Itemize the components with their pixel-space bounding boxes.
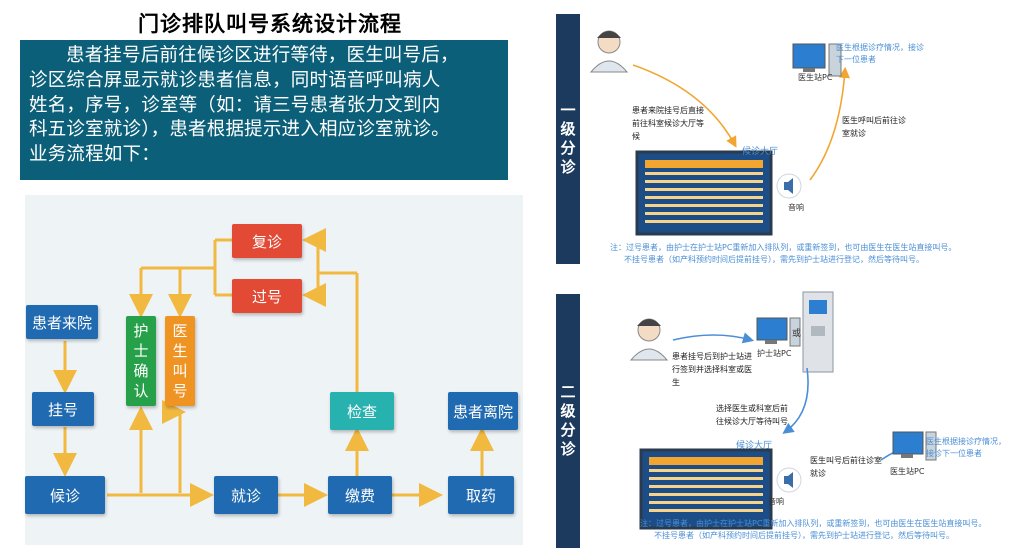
intro-line: 科五诊室就诊），患者根据提示进入相应诊室就诊。: [29, 119, 450, 141]
nurse-pc-icon: [756, 317, 801, 347]
page-title: 门诊排队叫号系统设计流程: [138, 12, 402, 36]
nurse-confirm-char: 护: [133, 322, 149, 340]
intro-line: 诊区综合屏显示就诊患者信息，同时语音呼叫病人: [29, 69, 441, 91]
level1-call-text: 医生呼叫后前往诊室就诊: [842, 116, 906, 138]
level2-band-char: 级: [560, 402, 576, 420]
intro-line: 业务流程如下：: [29, 144, 160, 166]
nurse-confirm-node: 护 士 确 认: [126, 316, 156, 406]
level2-nurse-pc-label: 护士站PC: [757, 349, 792, 358]
doctor-call-char: 号: [172, 382, 188, 400]
level2-call-text: 医生叫号后前往诊室就诊: [810, 456, 882, 478]
wait-node: 候诊: [25, 476, 105, 514]
exam-node: 检查: [330, 392, 394, 430]
level1-sound-label: 音响: [788, 203, 804, 212]
level1-note1: 注：过号患者，由护士在护士站PC重新加入排队列，或重新签到，也可由医生在医生站直…: [610, 243, 957, 252]
level2-note2: 不挂号患者（如产科预约时间后提前挂号），需先到护士站进行登记，然后等待叫号。: [654, 531, 954, 540]
level2-doctor-note: 医生根据接诊疗情况，接诊下一位患者: [926, 437, 1006, 458]
doctor-pc-icon: [792, 43, 842, 77]
revisit-node: 复诊: [232, 224, 302, 258]
intro-line: 姓名，序号，诊室等（如：请三号患者张力文到内: [29, 94, 441, 116]
level2-sound-label: 音响: [768, 497, 784, 506]
patient-person-icon: [589, 30, 629, 73]
level2-band: 二 级 分 诊: [556, 294, 580, 548]
level1-band-char: 级: [560, 120, 576, 138]
level2-note1: 注：过号患者，由护士在护士站PC重新加入排队列，或重新签到，也可由医生在医生站直…: [640, 519, 987, 528]
level1-illustration: [589, 30, 851, 236]
level2-select-text: 选择医生或科室后前往候诊大厅等待叫号: [716, 404, 788, 426]
pharmacy-node: 取药: [448, 476, 514, 514]
level2-or-label: 或: [792, 329, 802, 339]
doctor-call-char: 生: [172, 342, 188, 360]
register-node: 挂号: [32, 392, 94, 426]
consult-node: 就诊: [214, 476, 278, 514]
level1-note2: 不挂号患者（如产科预约时间后提前挂号），需先到护士站进行登记，然后等待叫号。: [624, 255, 924, 264]
doctor-pc-icon: [892, 431, 937, 461]
patient-person-icon: [629, 318, 669, 361]
level1-band-char: 一: [560, 101, 576, 119]
doctor-call-char: 医: [172, 322, 188, 340]
pay-node: 缴费: [328, 476, 392, 514]
level2-pc-label: 医生站PC: [890, 467, 925, 476]
level1-doctor-note: 医生根据诊疗情况，接诊下一位患者: [836, 43, 924, 64]
level2-band-char: 二: [560, 383, 576, 401]
nurse-confirm-char: 确: [133, 362, 149, 380]
intro-line: 患者挂号后前往候诊区进行等待，医生叫号后，: [66, 45, 459, 66]
level2-hall-label: 候诊大厅: [736, 441, 773, 451]
doctor-call-node: 医 生 叫 号: [165, 316, 195, 406]
flowchart-connectors: [53, 228, 494, 507]
level2-patient-text: 患者挂号后到护士站进行签到并选择科室或医生: [672, 352, 752, 387]
level1-band: 一 级 分 诊: [556, 14, 580, 264]
level1-hall-label: 候诊大厅: [742, 147, 779, 157]
level2-illustration: [629, 291, 937, 530]
intro-text-box: 患者挂号后前往候诊区进行等待，医生叫号后， 诊区综合屏显示就诊患者信息，同时语音…: [20, 40, 508, 180]
level1-band-char: 分: [560, 139, 576, 157]
doctor-call-char: 叫: [172, 362, 188, 380]
patient-arrive-node: 患者来院: [26, 305, 98, 339]
level1-band-char: 诊: [560, 158, 576, 176]
nurse-confirm-char: 士: [133, 342, 149, 360]
level2-band-char: 分: [560, 421, 576, 439]
nurse-confirm-char: 认: [133, 382, 149, 400]
level1-patient-text: 患者来院挂号后直接前往科室候诊大厅等候: [632, 106, 704, 141]
passed-number-node: 过号: [232, 279, 302, 313]
kiosk-icon: [802, 291, 834, 373]
level1-pc-label: 医生站PC: [798, 73, 833, 82]
patient-leave-node: 患者离院: [448, 392, 518, 430]
level2-band-char: 诊: [560, 440, 576, 458]
